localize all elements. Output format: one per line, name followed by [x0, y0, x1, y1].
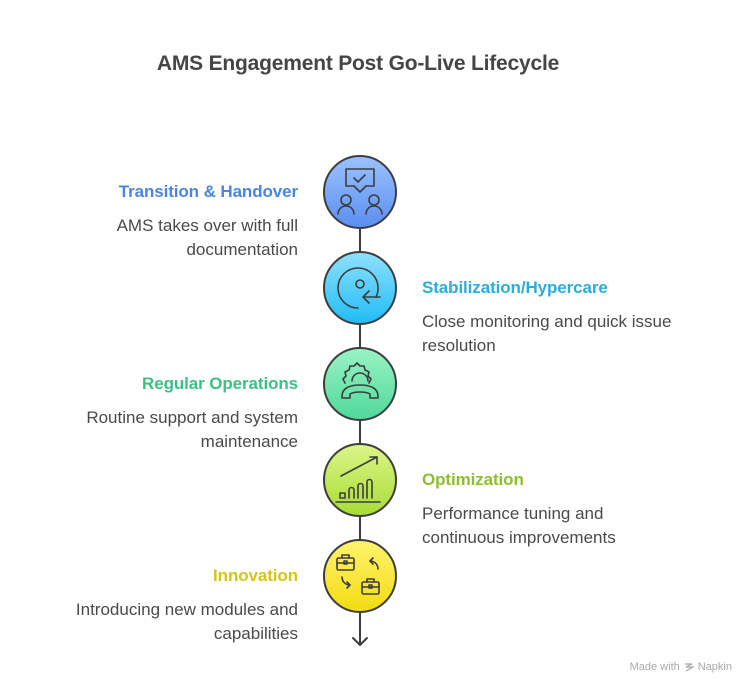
step-node-stabilization	[323, 251, 397, 325]
step-heading: Stabilization/Hypercare	[422, 278, 608, 297]
step-heading: Transition & Handover	[118, 182, 298, 201]
growth-chart-icon	[335, 456, 381, 503]
made-with-napkin-badge[interactable]: Made with Napkin	[630, 661, 732, 673]
briefcase-exchange-icon	[336, 554, 380, 595]
step-description: Introducing new modules and capabilities	[75, 600, 298, 643]
step-heading: Innovation	[213, 566, 298, 585]
cycle-arrow-icon	[337, 267, 381, 309]
step-node-innovation	[323, 539, 397, 613]
presentation-people-icon	[337, 168, 383, 215]
arrow-down-icon	[352, 637, 368, 646]
step-description: Routine support and system maintenance	[86, 408, 298, 451]
diagram-title: AMS Engagement Post Go-Live Lifecycle	[156, 52, 560, 75]
step-description: AMS takes over with full documentation	[116, 216, 298, 259]
napkin-logo-icon	[684, 663, 694, 672]
step-description: Close monitoring and quick issue resolut…	[422, 312, 672, 355]
step-node-optimization	[323, 443, 397, 517]
napkin-brand-label: Napkin	[697, 661, 732, 673]
step-regular-operations: Regular Operations Routine support and s…	[8, 374, 298, 454]
step-heading: Regular Operations	[142, 374, 298, 393]
step-innovation: Innovation Introducing new modules and c…	[8, 566, 298, 646]
step-node-transition	[323, 155, 397, 229]
step-node-operations	[323, 347, 397, 421]
step-stabilization-hypercare: Stabilization/Hypercare Close monitoring…	[422, 278, 742, 358]
made-with-label: Made with	[629, 661, 680, 673]
step-heading: Optimization	[422, 470, 524, 489]
step-optimization: Optimization Performance tuning and cont…	[422, 470, 742, 550]
step-description: Performance tuning and continuous improv…	[422, 504, 616, 547]
support-gear-phone-icon	[341, 362, 379, 399]
step-transition-handover: Transition & Handover AMS takes over wit…	[8, 182, 299, 262]
